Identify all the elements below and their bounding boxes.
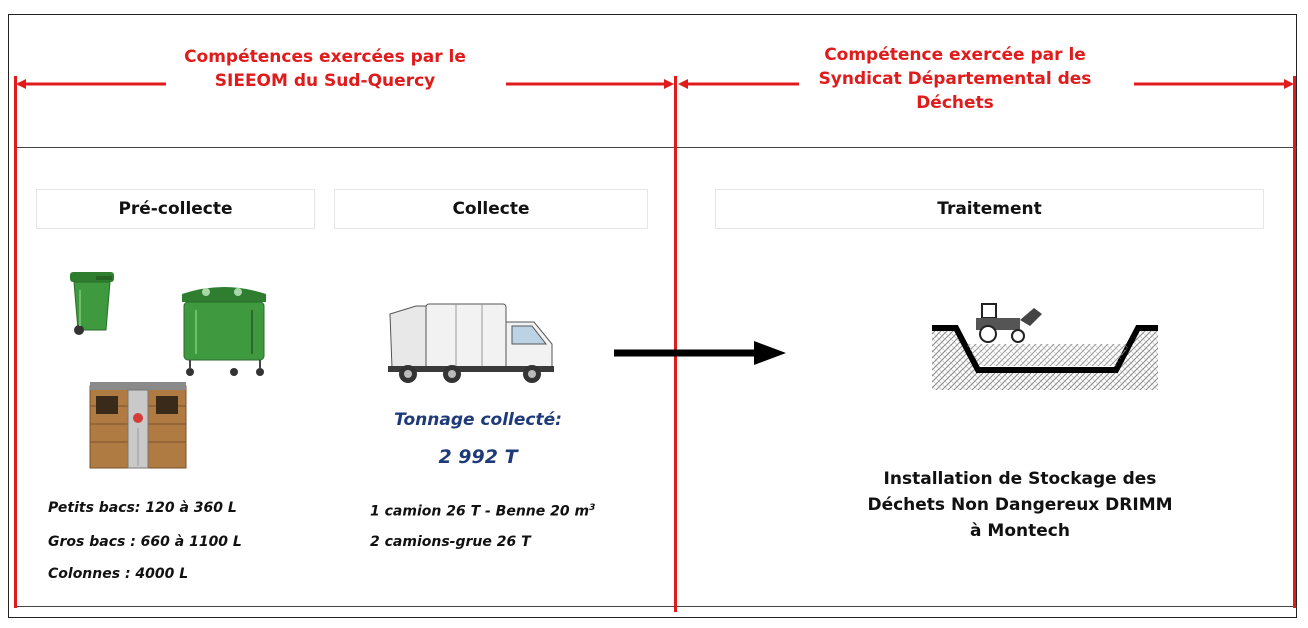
fleet-line-2: 2 camions-grue 26 T — [370, 534, 531, 550]
spec-small-bins: Petits bacs: 120 à 360 L — [48, 500, 237, 516]
large-container-icon — [182, 287, 266, 376]
fleet-line-1: 1 camion 26 T - Benne 20 m3 — [370, 500, 595, 521]
precollecte-heading: Pré-collecte — [36, 189, 315, 229]
landfill-icon — [932, 303, 1158, 390]
fleet-line-1-sup: 3 — [589, 503, 596, 513]
right-scope-title: Compétence exercée par le Syndicat Dépar… — [818, 45, 1092, 113]
left-boundary-line — [14, 76, 17, 608]
spec-large-bins: Gros bacs : 660 à 1100 L — [48, 534, 242, 550]
garbage-truck-icon — [388, 303, 554, 383]
arrow-right-icon — [614, 341, 786, 365]
collecte-heading: Collecte — [334, 189, 648, 229]
middle-boundary-line — [674, 76, 677, 612]
traitement-heading: Traitement — [715, 189, 1264, 229]
column-container-icon — [89, 382, 187, 469]
spec-columns: Colonnes : 4000 L — [48, 566, 189, 582]
right-boundary-line — [1293, 76, 1296, 608]
diagram-frame — [8, 14, 1297, 618]
tonnage-label: Tonnage collecté: — [394, 410, 562, 430]
small-bin-icon — [70, 272, 114, 335]
facility-name: Installation de Stockage des Déchets Non… — [867, 469, 1173, 541]
tractor — [976, 303, 1042, 343]
scope-arrows — [16, 79, 1294, 89]
bottom-divider — [16, 606, 1297, 607]
tonnage-value: 2 992 T — [438, 446, 518, 468]
header-divider — [16, 147, 1297, 148]
left-scope-title: Compétences exercées par le SIEEOM du Su… — [184, 47, 466, 91]
fleet-line-1-text: 1 camion 26 T - Benne 20 m — [370, 503, 590, 520]
